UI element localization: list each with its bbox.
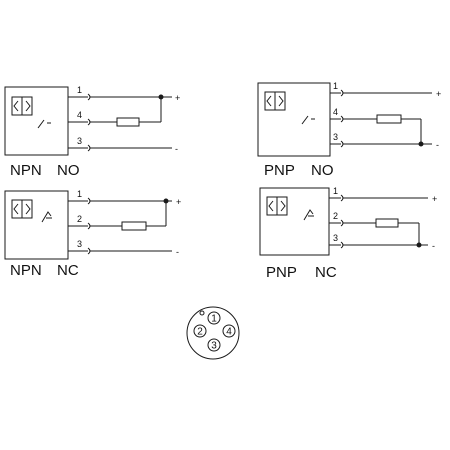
pin-label: 1 [77, 189, 82, 199]
switch-nc-icon [303, 209, 314, 221]
caption-type: NPN [10, 162, 42, 179]
connector-pin [193, 324, 207, 338]
switch-nc-icon [41, 211, 52, 223]
connector-face [186, 306, 240, 360]
connector-pin-label: 1 [211, 314, 217, 325]
connector-outline [186, 306, 240, 360]
plug-terminal-2 [340, 115, 349, 123]
pin-label: 3 [333, 132, 338, 142]
sign-minus: - [175, 144, 178, 154]
plug-terminal-2 [87, 222, 96, 230]
switch-no-icon [37, 119, 51, 129]
plug-terminal-2 [340, 219, 349, 227]
plug-terminal-1 [87, 197, 96, 205]
sign-minus: - [432, 241, 435, 251]
pin-label: 2 [333, 211, 338, 221]
sensor-body [4, 86, 69, 156]
load-resistor [375, 218, 399, 228]
sign-plus: + [176, 197, 181, 207]
diagram-pnp-no [257, 82, 432, 157]
connector-pin-label: 4 [226, 327, 232, 338]
caption-mode: NC [315, 264, 337, 281]
proximity-sensor-icon [11, 96, 33, 116]
connector-key-notch [199, 310, 205, 316]
connector-pin-label: 2 [197, 327, 203, 338]
plug-terminal-3 [340, 140, 349, 148]
connector-pin [222, 324, 236, 338]
diagram-npn-nc [4, 190, 172, 260]
caption-mode: NO [311, 162, 334, 179]
caption-mode: NC [57, 262, 79, 279]
proximity-sensor-icon [264, 91, 286, 111]
connector-pin [207, 338, 221, 352]
pin-label: 1 [333, 81, 338, 91]
pin-label: 1 [333, 186, 338, 196]
caption-type: PNP [266, 264, 297, 281]
pin-label: 4 [333, 107, 338, 117]
switch-no-icon [301, 115, 315, 125]
plug-terminal-3 [87, 247, 96, 255]
diagram-pnp-nc [259, 187, 428, 256]
pin-label: 4 [77, 110, 82, 120]
sensor-body [259, 187, 330, 256]
load-resistor [376, 114, 402, 124]
connector-pin [207, 311, 221, 325]
sign-minus: - [436, 140, 439, 150]
caption-mode: NO [57, 162, 80, 179]
pin-label: 1 [77, 85, 82, 95]
sign-plus: + [175, 93, 180, 103]
diagram-npn-no [4, 86, 172, 156]
sign-plus: + [436, 89, 441, 99]
sensor-body [257, 82, 331, 157]
plug-terminal-3 [87, 144, 96, 152]
pin-label: 3 [77, 239, 82, 249]
plug-terminal-2 [87, 118, 96, 126]
plug-terminal-1 [340, 194, 349, 202]
caption-type: NPN [10, 262, 42, 279]
plug-terminal-1 [340, 89, 349, 97]
plug-terminal-1 [87, 93, 96, 101]
caption-type: PNP [264, 162, 295, 179]
load-resistor [121, 221, 147, 231]
plug-terminal-3 [340, 241, 349, 249]
sensor-body [4, 190, 69, 260]
proximity-sensor-icon [11, 199, 33, 219]
sign-plus: + [432, 194, 437, 204]
pin-label: 3 [77, 136, 82, 146]
connector-pin-label: 3 [211, 341, 217, 352]
sign-minus: - [176, 247, 179, 257]
proximity-sensor-icon [266, 196, 288, 216]
pin-label: 2 [77, 214, 82, 224]
junction-dot [163, 198, 169, 204]
junction-dot [158, 94, 164, 100]
pin-label: 3 [333, 233, 338, 243]
load-resistor [116, 117, 140, 127]
